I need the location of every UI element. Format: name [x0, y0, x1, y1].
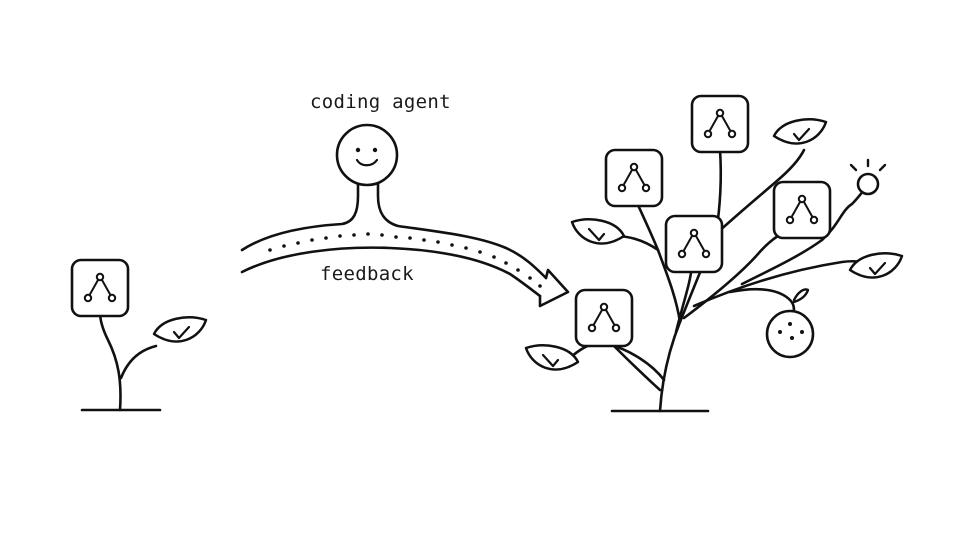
sprout-check-leaf	[152, 316, 208, 343]
tree-check-leaf-3	[848, 252, 904, 279]
tree-node-box-2	[690, 94, 750, 154]
feedback-label: feedback	[320, 263, 414, 285]
coding-agent: coding agent	[310, 91, 451, 187]
arrow-dotted-path	[268, 232, 542, 288]
small-sprout	[70, 258, 208, 412]
tree-node-box-1	[604, 148, 664, 208]
tree-check-leaf-1	[772, 118, 828, 145]
arrow-lower-edge	[240, 246, 542, 298]
sprout-node-box	[70, 258, 130, 318]
fruit-icon	[765, 288, 815, 359]
feedback-arrow: feedback	[240, 182, 570, 308]
tree-node-box-5	[574, 288, 634, 348]
agent-label: coding agent	[310, 91, 451, 113]
agent-eye-left	[355, 147, 361, 153]
sprout-leaf-stem	[119, 344, 158, 380]
grown-tree	[524, 94, 904, 413]
tree-node-box-3	[664, 214, 724, 274]
arrow-head	[538, 268, 570, 308]
lightbulb-icon	[849, 158, 887, 196]
agent-head	[335, 123, 399, 187]
arrow-upper-edge	[240, 182, 548, 280]
tree-check-leaf-2	[570, 218, 626, 245]
agent-eye-right	[372, 147, 378, 153]
tree-node-box-4	[772, 180, 832, 240]
sprout-stem	[98, 310, 122, 412]
agent-smile	[355, 158, 379, 167]
tree-check-leaf-4	[524, 344, 580, 371]
